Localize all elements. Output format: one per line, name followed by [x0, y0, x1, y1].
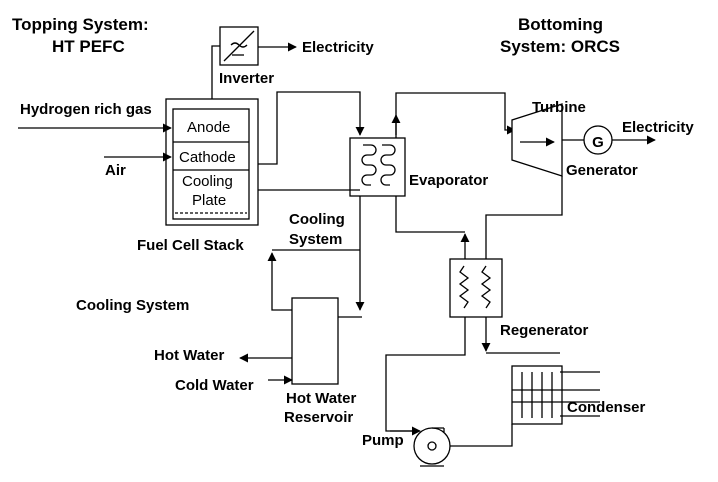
pump-label: Pump [362, 432, 404, 449]
stack-inverter-wire [211, 45, 220, 106]
regenerator [449, 258, 503, 318]
pump-circle [413, 427, 451, 465]
evaporator-coil-left [361, 144, 377, 186]
reservoir-label-1: Hot Water [286, 390, 356, 407]
pump-outlet [432, 427, 445, 432]
electricity-top-label: Electricity [302, 39, 374, 56]
fuel-cell-stack [165, 98, 259, 226]
cold-water-label: Cold Water [175, 377, 254, 394]
inverter-diagonal [223, 30, 255, 62]
topping-title-line2: HT PEFC [52, 37, 125, 56]
electricity-right-label: Electricity [622, 119, 694, 136]
inverter-label: Inverter [219, 70, 274, 87]
fuel-cell-inner [172, 108, 250, 220]
condenser-label: Condenser [567, 399, 646, 416]
condenser-box [511, 365, 563, 425]
hot-water-reservoir [291, 297, 339, 385]
cathode-exhaust-line [258, 91, 365, 165]
condenser-to-pump-line [450, 424, 513, 447]
bottoming-title-line2: System: ORCS [500, 37, 620, 56]
pump-to-regenerator-line [385, 317, 466, 432]
turbine-exhaust-line [485, 176, 563, 262]
condenser [511, 365, 600, 425]
regenerator-coil-right [480, 265, 492, 309]
cooling-plate-label-2: Plate [192, 192, 226, 209]
evaporator [349, 137, 406, 197]
evaporator-bottom-line [395, 196, 465, 233]
inverter-block [219, 26, 259, 66]
pump [413, 427, 451, 467]
reservoir-label-2: Reservoir [284, 409, 353, 426]
cathode-label: Cathode [179, 149, 236, 166]
bottoming-title-line1: Bottoming [518, 15, 603, 34]
hot-water-label: Hot Water [154, 347, 224, 364]
regenerator-box [449, 258, 503, 318]
cooling-system-label: Cooling System [76, 297, 189, 314]
regenerator-coil-left [458, 265, 470, 309]
turbine-label: Turbine [532, 99, 586, 116]
hydrogen-label: Hydrogen rich gas [20, 101, 152, 118]
evaporator-box [349, 137, 406, 197]
anode-label: Anode [187, 119, 230, 136]
pump-hub [427, 441, 437, 451]
cooling-plate-label-1: Cooling [182, 173, 233, 190]
evaporator-label: Evaporator [409, 172, 488, 189]
fuel-cell-stack-label: Fuel Cell Stack [137, 237, 244, 254]
topping-title-line1: Topping System: [12, 15, 149, 34]
evaporator-coil-right [380, 144, 396, 186]
cooling-system-inner-label-1: Cooling [289, 211, 345, 228]
inverter-ac-wave [230, 42, 248, 48]
regenerator-label: Regenerator [500, 322, 589, 339]
air-label: Air [105, 162, 126, 179]
generator-label: Generator [566, 162, 638, 179]
evaporator-to-turbine-line [395, 92, 516, 138]
reservoir-return-line [267, 252, 292, 311]
generator-symbol: G [592, 134, 604, 151]
cooling-system-inner-label-2: System [289, 231, 342, 248]
